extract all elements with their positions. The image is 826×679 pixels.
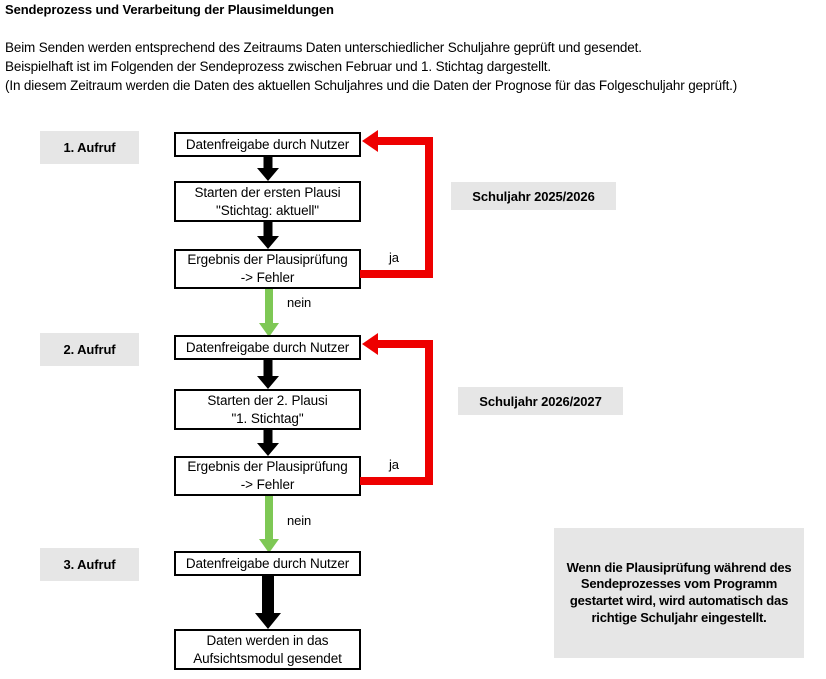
- arrow-head: [257, 443, 279, 456]
- flow-box-data-release-1: Datenfreigabe durch Nutzer: [174, 132, 361, 157]
- info-note-text: Wenn die Plausiprüfung während des Sende…: [566, 559, 792, 625]
- edge-label-no-1: nein: [287, 295, 312, 310]
- arrow-head: [259, 323, 279, 337]
- flow-box-text-line-2: "Stichtag: aktuell": [216, 202, 319, 218]
- flow-box-plausi-result-2: Ergebnis der Plausiprüfung -> Fehler: [174, 456, 361, 496]
- flow-box-text-line-2: -> Fehler: [240, 477, 295, 492]
- arrow-down-icon: [257, 157, 279, 181]
- stage-label-call-3: 3. Aufruf: [40, 548, 139, 581]
- arrow-head: [257, 168, 279, 181]
- flow-box-start-first-plausi: Starten der ersten Plausi "Stichtag: akt…: [174, 181, 361, 222]
- flow-box-text: Datenfreigabe durch Nutzer: [185, 555, 350, 571]
- arrow-shaft: [265, 496, 273, 539]
- flow-box-text-line-2: -> Fehler: [240, 270, 295, 285]
- arrow-down-success-icon: [259, 496, 279, 553]
- arrow-down-success-icon: [259, 289, 279, 337]
- arrow-shaft: [262, 576, 274, 614]
- school-year-label-2026-2027: Schuljahr 2026/2027: [458, 387, 623, 415]
- flow-box-text: Datenfreigabe durch Nutzer: [185, 339, 350, 355]
- arrow-shaft: [263, 157, 273, 169]
- edge-label-no-2: nein: [287, 513, 312, 528]
- arrow-shaft: [265, 289, 273, 323]
- flow-box-text-line-1: Starten der ersten Plausi: [194, 184, 341, 200]
- intro-paragraph-line-3: (In diesem Zeitraum werden die Daten des…: [5, 78, 738, 93]
- flow-box-start-second-plausi: Starten der 2. Plausi "1. Stichtag": [174, 389, 361, 430]
- flow-box-text-line-2: "1. Stichtag": [231, 410, 304, 426]
- arrow-shaft: [263, 360, 273, 377]
- page-title: Sendeprozess und Verarbeitung der Plausi…: [5, 2, 334, 17]
- error-loop-segment-top: [378, 137, 433, 145]
- school-year-label-2025-2026: Schuljahr 2025/2026: [451, 182, 616, 210]
- arrow-head: [257, 376, 279, 389]
- intro-paragraph-line-2: Beispielhaft ist im Folgenden der Sendep…: [5, 59, 552, 74]
- edge-label-yes-2: ja: [389, 457, 399, 472]
- flow-box-text-line-1: Ergebnis der Plausiprüfung: [187, 252, 348, 268]
- arrow-left-error-icon: [362, 130, 378, 152]
- intro-paragraph-line-1: Beim Senden werden entsprechend des Zeit…: [5, 40, 642, 55]
- edge-label-yes-1: ja: [389, 250, 399, 265]
- arrow-down-icon: [257, 222, 279, 249]
- error-loop-segment-top: [378, 340, 433, 348]
- flow-box-data-release-2: Datenfreigabe durch Nutzer: [174, 335, 361, 360]
- flow-box-text-line-1: Daten werden in das: [206, 632, 329, 648]
- arrow-shaft: [263, 430, 273, 444]
- arrow-head: [259, 539, 279, 553]
- arrow-head: [255, 613, 281, 629]
- arrow-shaft: [263, 222, 273, 237]
- flow-box-text-line-2: Aufsichtsmodul gesendet: [193, 650, 342, 666]
- info-note-box: Wenn die Plausiprüfung während des Sende…: [554, 528, 804, 658]
- flow-box-data-release-3: Datenfreigabe durch Nutzer: [174, 551, 361, 576]
- flow-box-text-line-1: Starten der 2. Plausi: [207, 392, 328, 408]
- arrow-head: [257, 236, 279, 249]
- stage-label-call-1: 1. Aufruf: [40, 131, 139, 164]
- arrow-down-icon: [257, 360, 279, 389]
- arrow-down-icon: [255, 576, 281, 629]
- arrow-down-icon: [257, 430, 279, 456]
- flow-box-plausi-result-1: Ergebnis der Plausiprüfung -> Fehler: [174, 249, 361, 289]
- stage-label-call-2: 2. Aufruf: [40, 333, 139, 366]
- flow-box-text-line-1: Ergebnis der Plausiprüfung: [187, 459, 348, 475]
- error-loop-segment-right: [425, 137, 433, 277]
- flow-box-send-to-aufsichtsmodul: Daten werden in das Aufsichtsmodul gesen…: [174, 629, 361, 670]
- error-loop-segment-bottom: [360, 270, 433, 278]
- flow-box-text: Datenfreigabe durch Nutzer: [185, 136, 350, 152]
- error-loop-segment-right: [425, 340, 433, 485]
- error-loop-segment-bottom: [360, 477, 433, 485]
- arrow-left-error-icon: [362, 333, 378, 355]
